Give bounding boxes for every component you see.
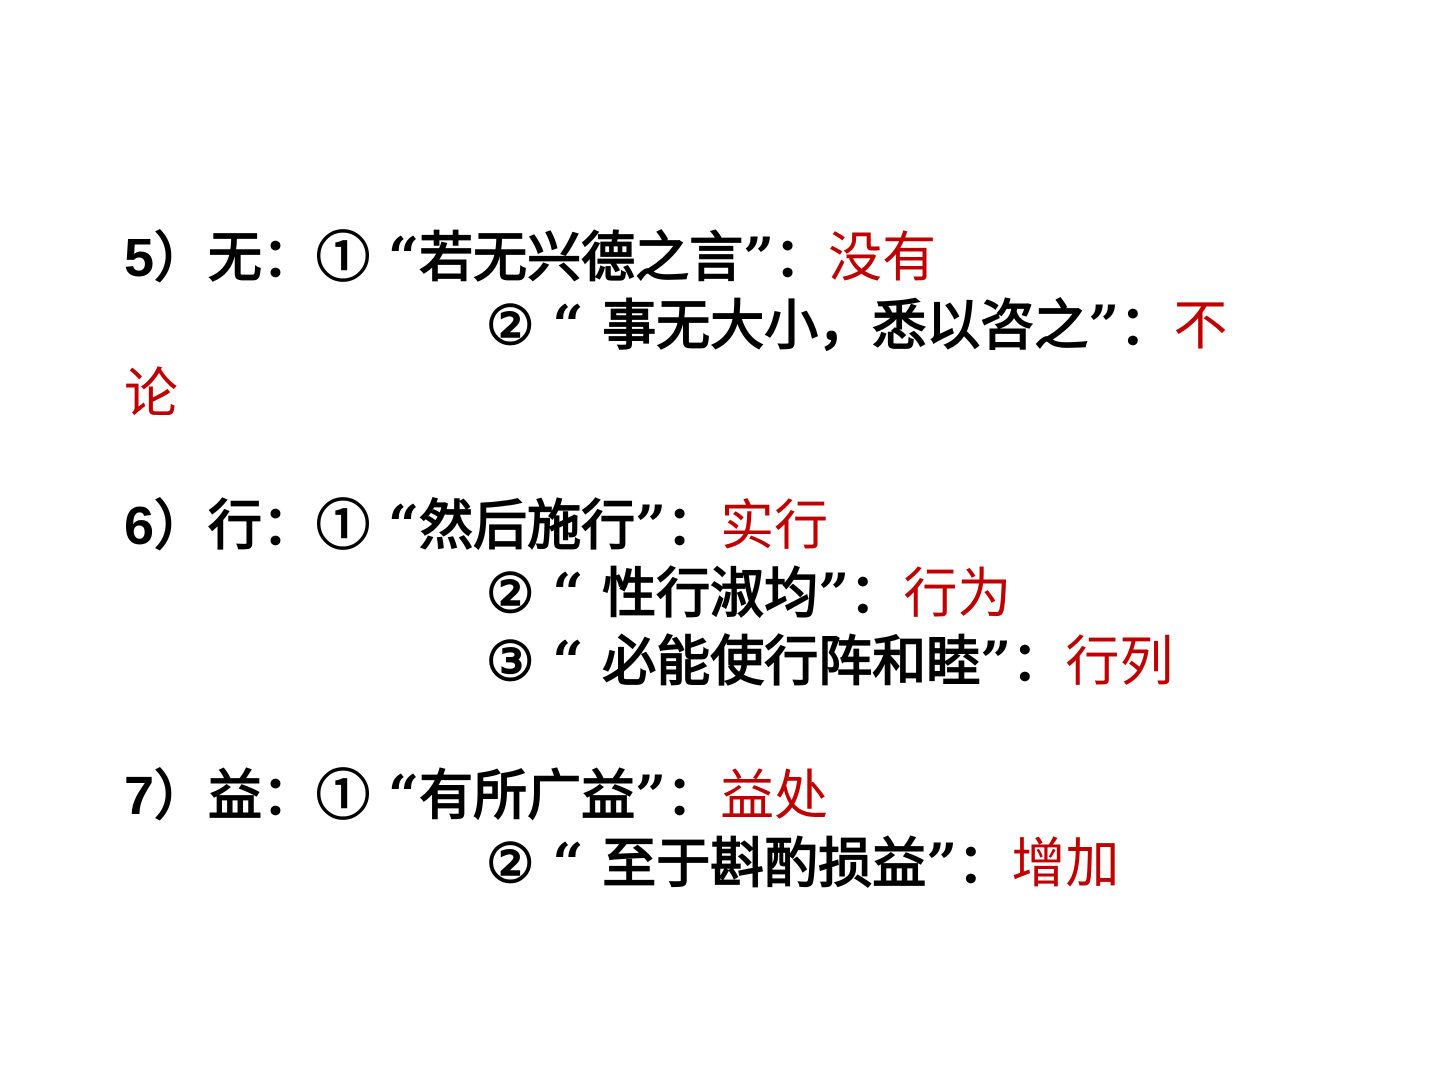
entry-5-line-3: 论 — [124, 358, 178, 429]
sense-mark: ① — [316, 763, 371, 827]
entry-paren: ） — [154, 493, 209, 557]
entry-number: 7 — [124, 766, 155, 826]
sense-quote: “有所广益”： — [388, 763, 721, 827]
sense-mark: ① — [316, 225, 371, 289]
sense-answer-wrap: 论 — [124, 362, 178, 425]
entry-paren: ） — [154, 225, 209, 289]
sense-answer: 行列 — [1065, 630, 1174, 693]
sense-answer: 益处 — [720, 764, 829, 827]
entry-paren: ） — [154, 763, 209, 827]
sense-quote: “然后施行”： — [388, 493, 721, 557]
sense-answer: 实行 — [720, 494, 829, 557]
entry-5-line-2: ② “ 事无大小，悉以咨之”：不 — [486, 290, 1227, 361]
entry-6-line-3: ③ “ 必能使行阵和睦”：行列 — [486, 626, 1173, 697]
sense-mark: ② — [486, 561, 535, 625]
entry-6-line-1: 6）行：① “然后施行”：实行 — [124, 490, 828, 561]
sense-answer: 增加 — [1011, 832, 1120, 895]
sense-quote: “ 必能使行阵和睦”： — [552, 629, 1066, 693]
entry-number: 5 — [124, 228, 155, 288]
sense-quote: “ 事无大小，悉以咨之”： — [552, 293, 1174, 357]
entry-7-line-2: ② “ 至于斟酌损益”：增加 — [486, 828, 1119, 899]
entry-5-line-1: 5）无：① “若无兴德之言”：没有 — [124, 222, 936, 293]
entry-6-line-2: ② “ 性行淑均”：行为 — [486, 558, 1011, 629]
entry-word: 行： — [208, 493, 317, 557]
entry-word: 益： — [208, 763, 317, 827]
sense-quote: “若无兴德之言”： — [388, 225, 829, 289]
sense-answer: 没有 — [828, 226, 937, 289]
sense-mark: ② — [486, 293, 535, 357]
entry-number: 6 — [124, 496, 155, 556]
entry-7-line-1: 7）益：① “有所广益”：益处 — [124, 760, 828, 831]
sense-mark: ② — [486, 831, 535, 895]
sense-mark: ③ — [486, 629, 535, 693]
sense-quote: “ 至于斟酌损益”： — [552, 831, 1012, 895]
entry-word: 无： — [208, 225, 317, 289]
sense-quote: “ 性行淑均”： — [552, 561, 904, 625]
sense-answer: 行为 — [903, 562, 1012, 625]
sense-answer: 不 — [1173, 294, 1228, 357]
sense-mark: ① — [316, 493, 371, 557]
